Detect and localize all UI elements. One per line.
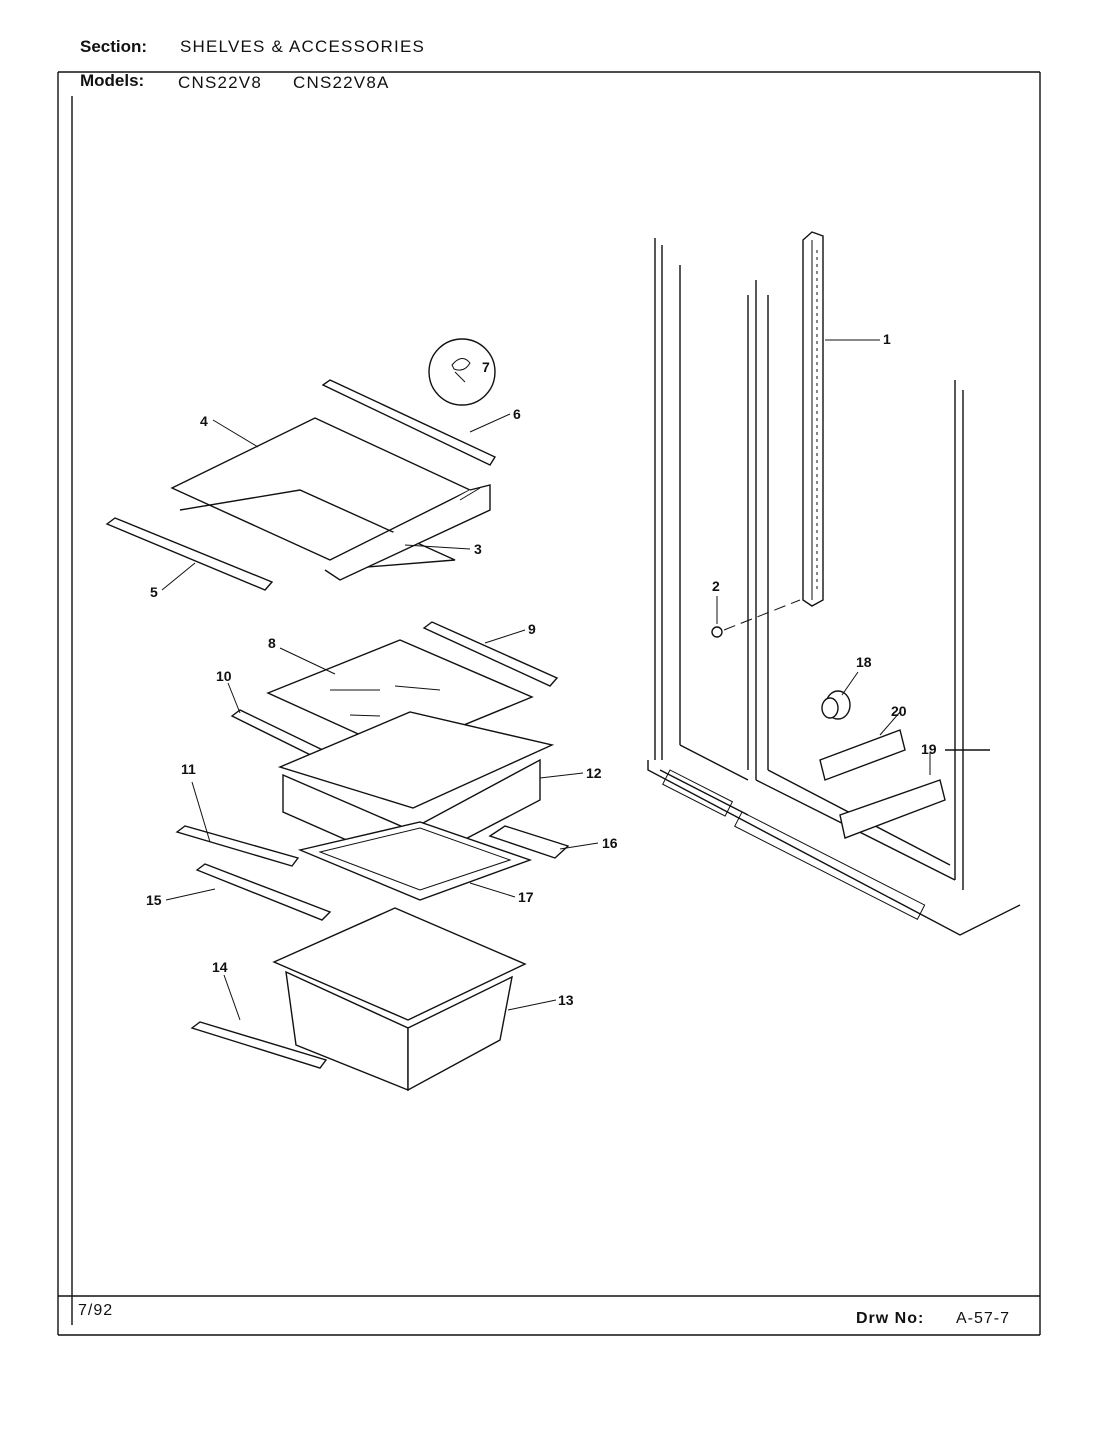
section-label: Section:	[80, 37, 148, 56]
callout-number: 3	[474, 541, 482, 557]
callout-labels: 1 2 3 4 5 6 7 8 9 10 11 12 13 14 15 16 1…	[146, 331, 937, 1008]
callout-number: 10	[216, 668, 232, 684]
callout-number: 2	[712, 578, 720, 594]
callout-number: 13	[558, 992, 574, 1008]
callout-number: 6	[513, 406, 521, 422]
drawer-trim	[175, 825, 300, 867]
shelf-support-rail	[802, 231, 880, 607]
crisper-glass-cover	[266, 639, 534, 753]
callout-number: 14	[212, 959, 228, 975]
callout-number: 16	[602, 835, 618, 851]
drawing-frame	[57, 71, 1041, 1336]
crisper-cover-trim	[422, 621, 559, 687]
model-number: CNS22V8A	[293, 73, 390, 92]
drawer-slide	[488, 825, 570, 859]
callout-number: 17	[518, 889, 534, 905]
callout-number: 20	[891, 703, 907, 719]
drawing-number-label: Drw No:	[856, 1310, 925, 1327]
callout-number: 9	[528, 621, 536, 637]
callout-number: 5	[150, 584, 158, 600]
models-label: Models:	[80, 71, 145, 90]
drawer-frame	[297, 821, 533, 901]
revision-date: 7/92	[78, 1302, 114, 1319]
shelf-front-trim	[105, 517, 274, 591]
detail-circle	[428, 338, 496, 406]
callout-number: 12	[586, 765, 602, 781]
callout-number: 18	[856, 654, 872, 670]
callout-number: 7	[482, 359, 490, 375]
section-value: SHELVES & ACCESSORIES	[180, 37, 426, 56]
shelf-assembly	[170, 417, 491, 581]
drawing-number: A-57-7	[956, 1310, 1011, 1327]
callout-leaders	[161, 413, 599, 1021]
screw	[711, 596, 801, 638]
callout-number: 8	[268, 635, 276, 651]
shelf-trim	[321, 379, 497, 466]
callout-number: 15	[146, 892, 162, 908]
callout-number: 1	[883, 331, 891, 347]
trim-pieces	[819, 711, 946, 839]
callout-number: 19	[921, 741, 937, 757]
storage-pan	[272, 907, 527, 1092]
callout-number: 4	[200, 413, 208, 429]
pan-trim	[195, 863, 332, 921]
pan-front-trim	[190, 1021, 328, 1069]
model-number: CNS22V8	[178, 73, 262, 92]
callout-number: 11	[181, 761, 196, 777]
refrigerator-cabinet	[647, 238, 1021, 936]
control-knob	[821, 671, 859, 720]
